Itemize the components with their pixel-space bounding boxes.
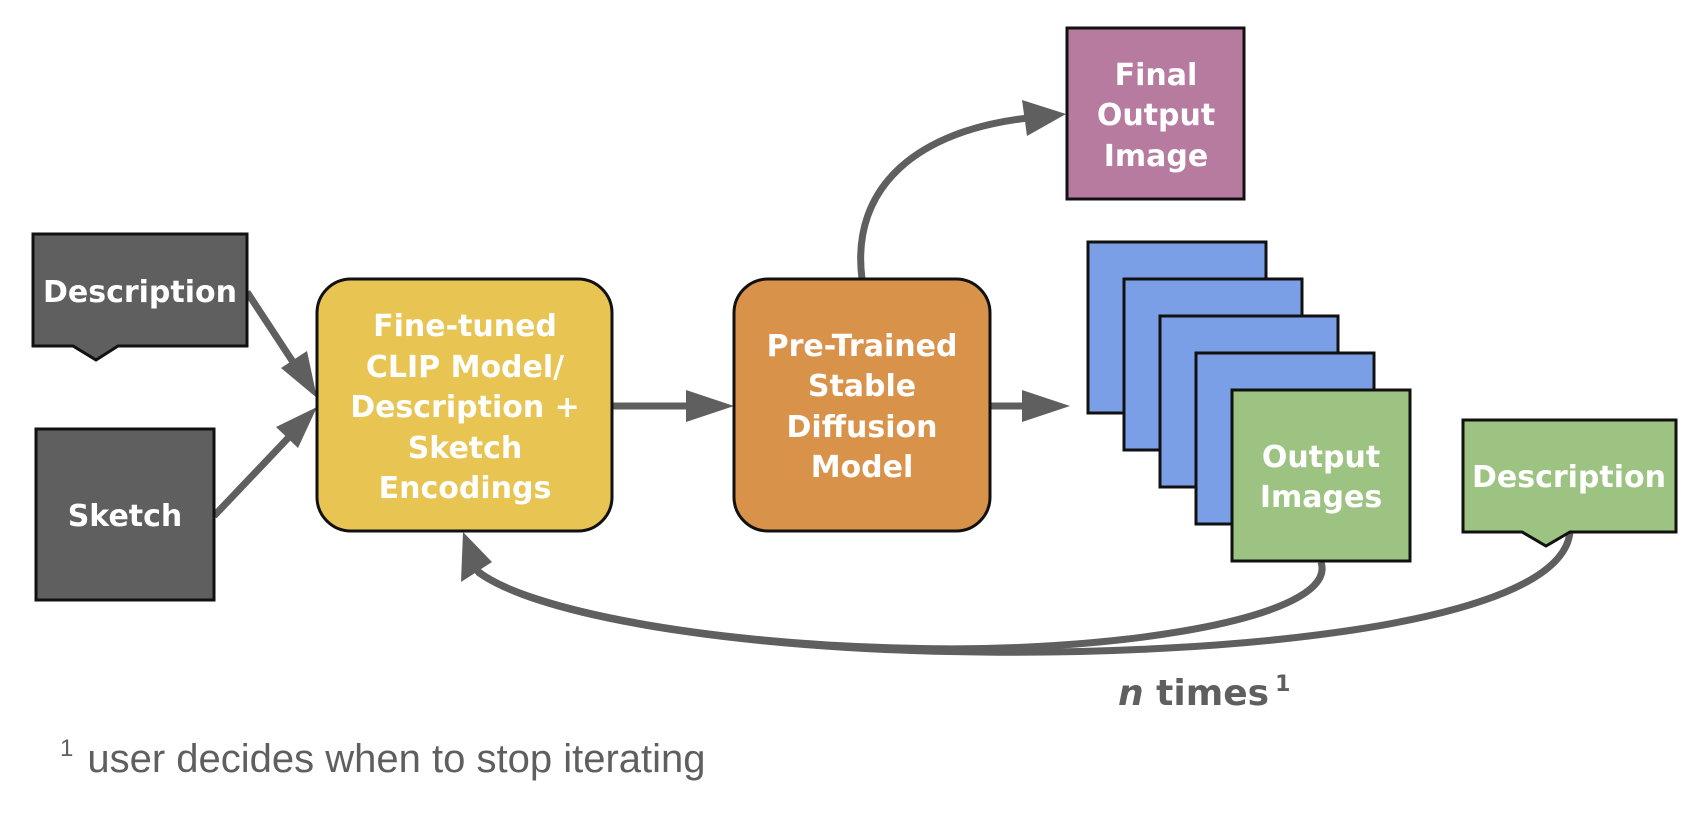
final-line-3: Image [1104, 139, 1209, 174]
loop-times-text: times [1144, 673, 1269, 714]
footnote-text: user decides when to stop iterating [87, 737, 705, 781]
arrow-head-description-to-clip [281, 351, 317, 398]
arrow-head-clip-to-diffusion [686, 390, 734, 422]
arrow-head-diffusion-to-outputs [1022, 390, 1070, 422]
clip-line-2: CLIP Model/ [366, 350, 564, 385]
clip-model-box: Fine-tuned CLIP Model/ Description + Ske… [315, 277, 614, 533]
diffusion-line-2: Stable [808, 369, 916, 404]
arrow-head-diffusion-to-final [1022, 100, 1066, 136]
input-sketch-label: Sketch [68, 499, 183, 534]
feedback-arrow-outputs [475, 560, 1326, 653]
diffusion-line-1: Pre-Trained [767, 329, 958, 364]
final-line-1: Final [1115, 58, 1198, 93]
feedback-arrow-head [461, 532, 492, 582]
output-images-line-2: Images [1260, 480, 1382, 515]
final-output-box: Final Output Image [1065, 26, 1246, 201]
output-images-stack: Output Images [1086, 240, 1412, 563]
diffusion-line-4: Model [811, 450, 914, 485]
footnote-mark: 1 [60, 735, 73, 762]
diffusion-line-3: Diffusion [787, 410, 938, 445]
arrow-head-sketch-to-clip [276, 407, 317, 448]
footnote: 1 user decides when to stop iterating [60, 735, 706, 781]
input-description-label: Description [43, 275, 237, 310]
loop-variable: n [1118, 673, 1144, 714]
input-sketch-box: Sketch [34, 427, 216, 602]
output-images-card [1230, 388, 1412, 563]
clip-line-4: Sketch [408, 431, 523, 466]
clip-line-3: Description + [350, 390, 580, 425]
feedback-arrow-description [469, 531, 1574, 656]
arrow-sketch-to-clip [211, 433, 293, 519]
feedback-description-label: Description [1472, 460, 1666, 495]
clip-line-5: Encodings [379, 471, 552, 506]
loop-footnote-mark: 1 [1275, 672, 1290, 697]
input-description-callout: Description [31, 232, 249, 362]
arrow-description-to-clip [244, 290, 296, 364]
connectors [211, 100, 1574, 656]
diffusion-model-box: Pre-Trained Stable Diffusion Model [732, 277, 992, 533]
arrow-diffusion-to-final [857, 114, 1029, 280]
final-line-2: Output [1097, 98, 1215, 133]
feedback-description-callout: Description [1461, 418, 1678, 548]
output-images-line-1: Output [1262, 440, 1380, 475]
clip-line-1: Fine-tuned [373, 309, 557, 344]
